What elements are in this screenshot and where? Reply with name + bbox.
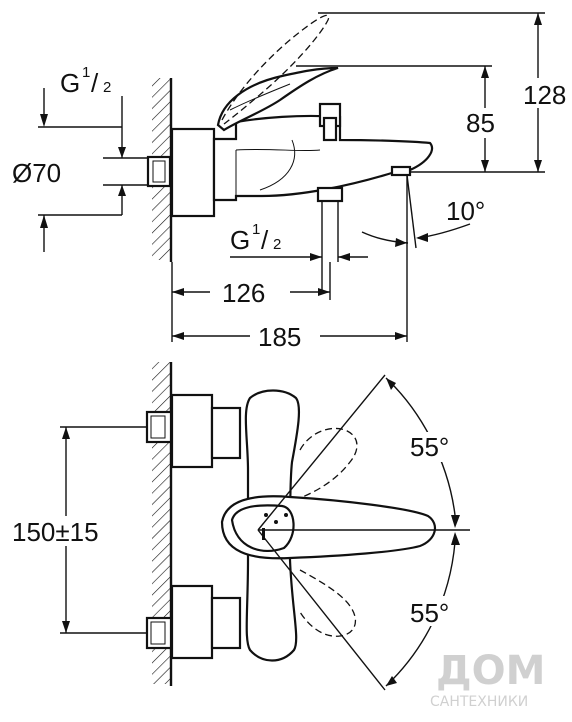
thread-label-top-sub: 2	[103, 79, 111, 96]
dim-128-label: 128	[523, 80, 566, 110]
eccentric-lower	[170, 584, 214, 660]
spout-angle-label: 10°	[446, 196, 485, 226]
svg-text:/: /	[261, 225, 269, 255]
watermark: ДОМ САНТЕХНИКИ	[430, 648, 545, 710]
lever-range-down	[299, 569, 357, 637]
mounting-plate	[170, 127, 216, 218]
diameter-label: Ø70	[12, 158, 61, 188]
side-view: G 1 / 2 Ø70	[12, 12, 569, 352]
outlet-pipe	[316, 186, 344, 203]
thread-label-top: G	[60, 68, 80, 98]
watermark-tagline: САНТЕХНИКИ	[430, 694, 528, 710]
eccentric-upper	[170, 393, 214, 469]
lever-range-up	[299, 427, 358, 499]
thread-label-bottom: G	[230, 225, 250, 255]
thread-label-top-slash: /	[91, 68, 99, 98]
angle-down-label: 55°	[410, 598, 449, 628]
svg-text:2: 2	[273, 236, 281, 253]
front-view: 150±15 55° 55°	[10, 362, 470, 691]
dim-85-label: 85	[466, 108, 495, 138]
thread-label-top-sup: 1	[82, 64, 90, 81]
dim-126-label: 126	[222, 278, 265, 308]
mixer-body	[212, 114, 434, 202]
lever-open-position	[221, 14, 330, 125]
angle-up-label: 55°	[410, 432, 449, 462]
watermark-brand: ДОМ	[436, 648, 545, 694]
dim-150-label: 150±15	[12, 517, 99, 547]
lever-handle[interactable]	[216, 66, 339, 132]
svg-text:1: 1	[252, 221, 260, 238]
dim-185-label: 185	[258, 322, 301, 352]
